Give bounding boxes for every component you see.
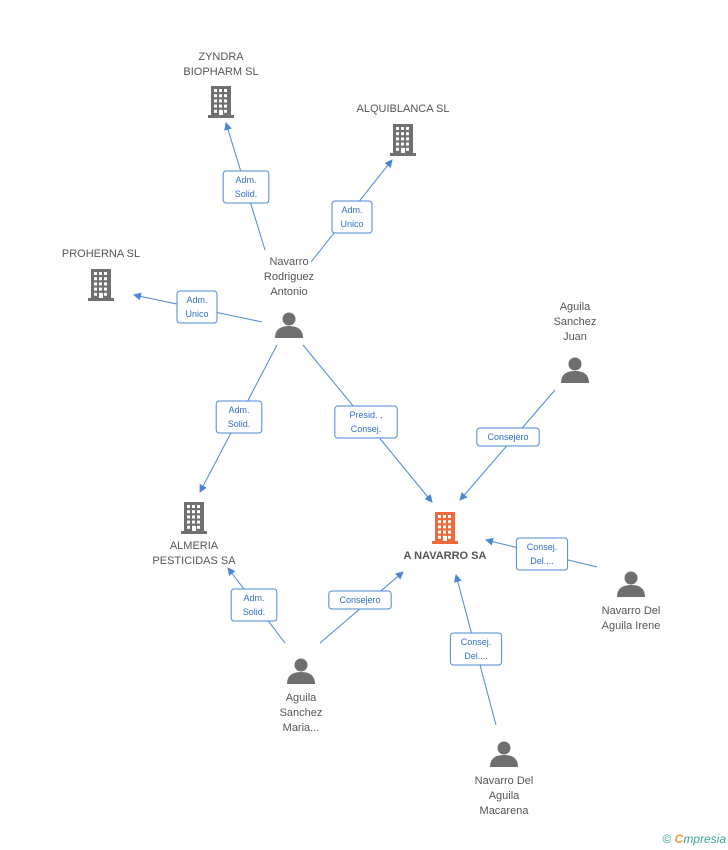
node-alquiblanca[interactable]: ALQUIBLANCA SL xyxy=(357,103,450,156)
nodes-layer: ZYNDRA BIOPHARM SL ALQUIBLANCA SL PROHERNA … xyxy=(62,51,660,817)
node-aguila-maria[interactable]: AguilaSanchezMaria... xyxy=(280,658,323,735)
node-label: Aguila Irene xyxy=(602,620,661,632)
edge-label-box[interactable] xyxy=(515,537,569,571)
relation-edge: Presid. , Consej. xyxy=(302,344,433,503)
person-icon xyxy=(275,312,303,338)
person-icon xyxy=(617,571,645,597)
edge-label-box[interactable] xyxy=(328,590,392,610)
edge-label-text: Consejero xyxy=(339,595,380,605)
person-icon xyxy=(287,658,315,684)
brand-name: mpresia xyxy=(683,832,726,846)
node-almeria[interactable]: ALMERIA PESTICIDAS SA xyxy=(152,502,236,567)
relation-edge: Adm. Unico xyxy=(310,159,393,263)
edge-label-text: Adm. xyxy=(228,405,249,415)
node-label: BIOPHARM SL xyxy=(183,66,258,78)
edge-label-text: Adm. xyxy=(186,295,207,305)
relation-edge: Consejero xyxy=(319,571,404,644)
person-icon xyxy=(490,741,518,767)
edge-label-text: Consej. xyxy=(461,637,492,647)
building-icon xyxy=(432,512,458,544)
edge-label-text: Consejero xyxy=(487,432,528,442)
node-label: Juan xyxy=(563,331,587,343)
node-zyndra[interactable]: ZYNDRA BIOPHARM SL xyxy=(183,51,259,118)
edge-label-text: Del.... xyxy=(530,556,554,566)
edge-label-box[interactable] xyxy=(331,200,373,234)
edge-label-text: Solid. xyxy=(235,189,258,199)
relation-edge: Consej. Del.... xyxy=(485,537,598,571)
building-icon xyxy=(390,124,416,156)
node-label: Navarro Del xyxy=(475,775,534,787)
person-icon xyxy=(561,357,589,383)
relation-edge: Consejero xyxy=(459,389,556,501)
edge-label-box[interactable] xyxy=(476,427,540,447)
edge-label-text: Unico xyxy=(185,309,208,319)
node-label: A NAVARRO SA xyxy=(404,550,487,562)
edge-label-box[interactable] xyxy=(222,170,270,204)
node-label: Macarena xyxy=(480,805,530,817)
relation-edge: Adm. Solid. xyxy=(222,122,270,251)
node-label: ZYNDRA xyxy=(198,51,244,63)
edge-label-text: Solid. xyxy=(243,607,266,617)
edge-label-text: Solid. xyxy=(228,419,251,429)
edge-label-text: Consej. xyxy=(351,424,382,434)
node-label: Navarro xyxy=(269,256,308,268)
relation-edge: Adm. Unico xyxy=(133,290,263,324)
edge-label-box[interactable] xyxy=(449,632,503,666)
node-label: Sanchez xyxy=(280,707,323,719)
node-label: Navarro Del xyxy=(602,605,661,617)
edge-label-text: Presid. , xyxy=(349,410,382,420)
node-label: Antonio xyxy=(270,286,307,298)
edge-label-box[interactable] xyxy=(230,588,278,622)
node-anavarro[interactable]: A NAVARRO SA xyxy=(404,512,487,562)
node-label: Aguila xyxy=(489,790,520,802)
node-label: ALMERIA xyxy=(170,540,219,552)
edge-label-text: Adm. xyxy=(235,175,256,185)
footer-brand: © Cmpresia xyxy=(662,832,726,846)
building-icon xyxy=(181,502,207,534)
edges-layer: Adm.Solid.Adm.UnicoAdm.UnicoAdm.Solid.Pr… xyxy=(133,122,598,726)
building-icon xyxy=(88,269,114,301)
edge-label-text: Adm. xyxy=(341,205,362,215)
edge-label-box[interactable] xyxy=(334,405,398,439)
node-label: Aguila xyxy=(560,301,591,313)
copyright-symbol: © xyxy=(662,832,672,846)
node-label: PROHERNA SL xyxy=(62,248,140,260)
node-label: Maria... xyxy=(283,722,320,734)
relation-edge: Consej. Del.... xyxy=(449,574,503,726)
relation-edge: Adm. Solid. xyxy=(199,344,278,493)
edge-label-text: Consej. xyxy=(527,542,558,552)
edge-label-text: Adm. xyxy=(243,593,264,603)
node-label: ALQUIBLANCA SL xyxy=(357,103,450,115)
node-label: Rodriguez xyxy=(264,271,314,283)
node-label: Aguila xyxy=(286,692,317,704)
relation-edge: Adm. Solid. xyxy=(227,567,286,644)
node-label: Sanchez xyxy=(554,316,597,328)
edge-label-box[interactable] xyxy=(176,290,218,324)
edge-label-text: Del.... xyxy=(464,651,488,661)
building-icon xyxy=(208,86,234,118)
edge-label-text: Unico xyxy=(340,219,363,229)
node-label: PESTICIDAS SA xyxy=(152,555,236,567)
node-proherna[interactable]: PROHERNA SL xyxy=(62,248,140,301)
edge-label-box[interactable] xyxy=(215,400,263,434)
brand-initial: C xyxy=(674,832,684,846)
